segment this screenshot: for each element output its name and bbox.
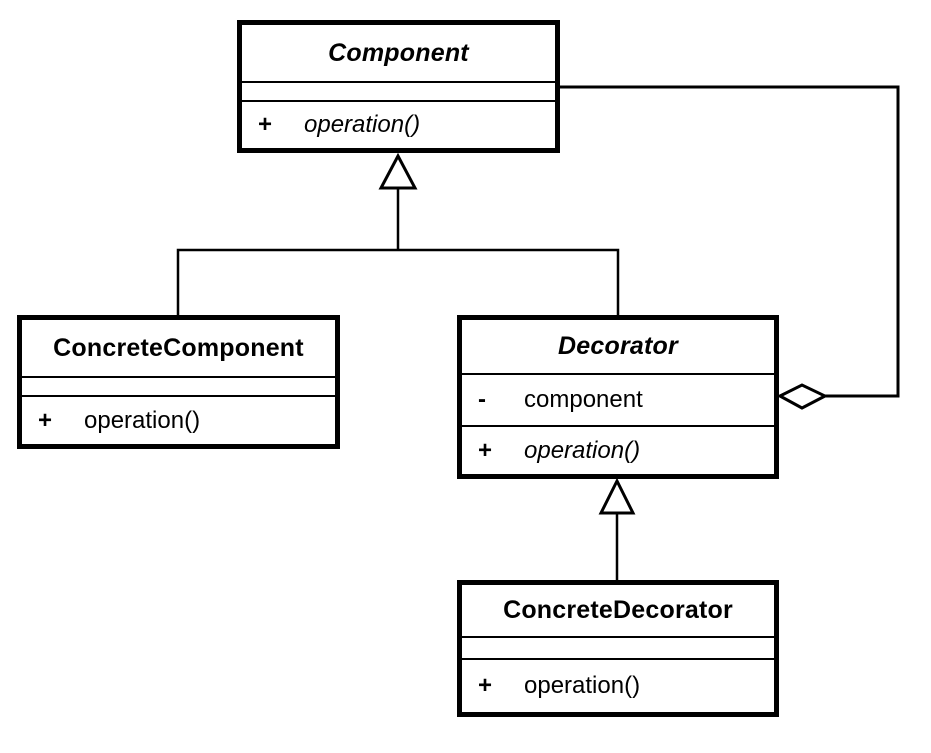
visibility-marker: + [38,406,53,434]
class-component-attributes [242,83,555,102]
method-row: + operation() [242,113,555,137]
generalization-arrowhead-component [378,152,418,190]
class-decorator: Decorator - component + operation() [457,315,779,479]
visibility-marker: - [478,386,486,413]
aggregation-diamond [776,383,829,410]
attribute-name: component [524,386,643,413]
class-concrete-decorator: ConcreteDecorator + operation() [457,580,779,717]
method-signature: operation() [84,406,201,434]
method-signature: operation() [524,436,641,464]
method-row: + operation() [22,406,335,434]
class-decorator-methods: + operation() [462,427,774,474]
class-decorator-name: Decorator [462,320,774,375]
class-component-name: Component [242,25,555,83]
class-concrete-decorator-attributes [462,638,774,660]
method-signature: operation() [304,111,421,138]
class-concrete-decorator-methods: + operation() [462,660,774,712]
method-signature: operation() [524,672,641,699]
class-component-methods: + operation() [242,102,555,148]
method-row: + operation() [462,674,774,698]
class-decorator-attributes: - component [462,375,774,427]
aggregation-line [560,85,900,398]
class-component: Component + operation() [237,20,560,153]
class-concrete-component-methods: + operation() [22,397,335,444]
class-concrete-decorator-name: ConcreteDecorator [462,585,774,638]
visibility-marker: + [258,111,273,138]
generalization-tree-line [176,248,620,316]
generalization-arrowhead-decorator [598,477,636,515]
class-concrete-component-attributes [22,378,335,397]
class-concrete-component-name: ConcreteComponent [22,320,335,378]
class-concrete-component: ConcreteComponent + operation() [17,315,340,449]
visibility-marker: + [478,672,493,699]
attribute-row: - component [462,388,774,412]
method-row: + operation() [462,436,774,464]
visibility-marker: + [478,436,493,464]
